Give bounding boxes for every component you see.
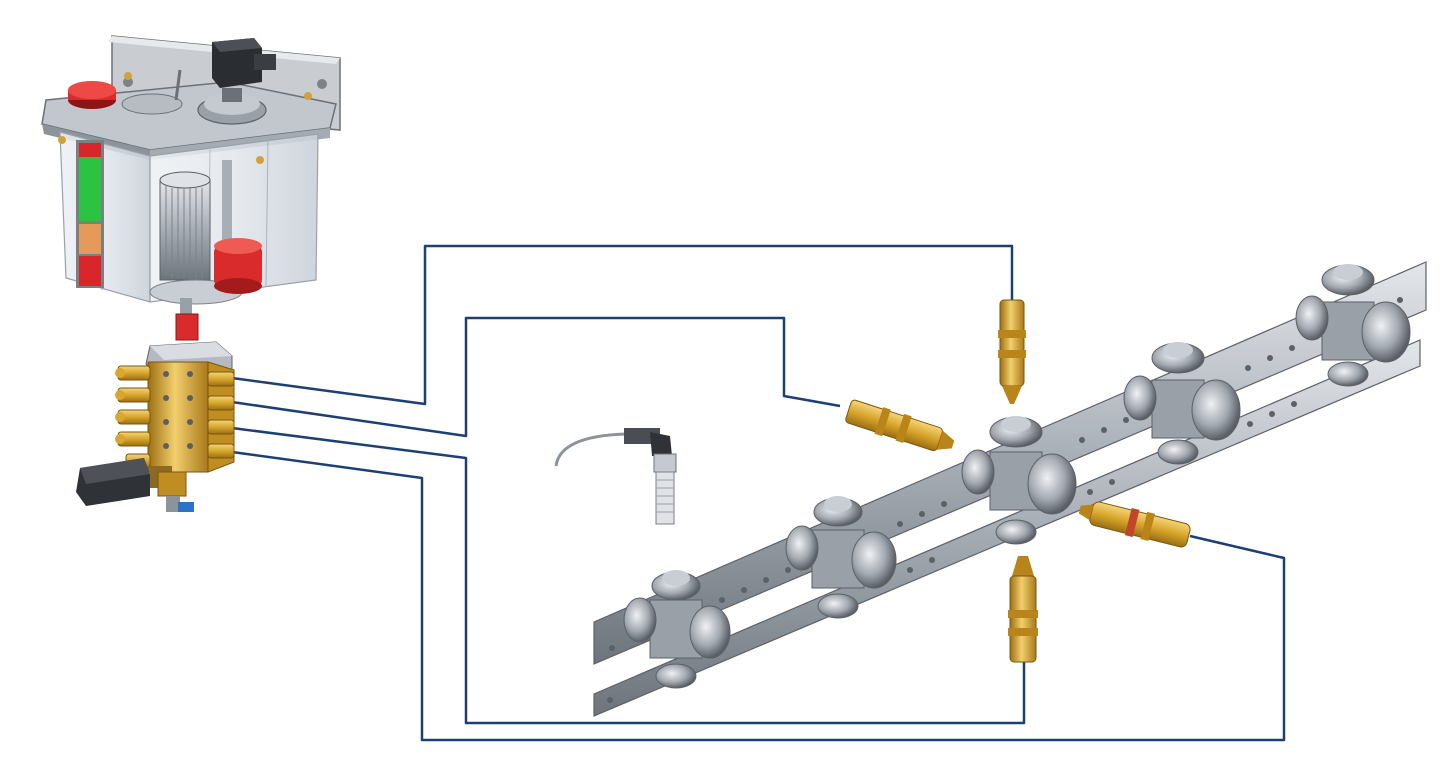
level-band-red-bottom bbox=[79, 256, 101, 286]
tube-line-3 bbox=[231, 426, 1026, 725]
tube-line-1 bbox=[231, 244, 1014, 406]
chain-joint bbox=[1295, 264, 1411, 387]
nozzle-bottom bbox=[1008, 556, 1038, 663]
distributor-block bbox=[76, 341, 235, 512]
level-indicator bbox=[76, 140, 104, 288]
lubricant-reservoir bbox=[41, 35, 341, 341]
proximity-sensor bbox=[554, 428, 677, 525]
level-band-green bbox=[79, 157, 101, 221]
chain-joint bbox=[1123, 342, 1241, 465]
level-band-red-top bbox=[79, 143, 101, 157]
lubrication-nozzles bbox=[845, 299, 1191, 663]
nozzle-left bbox=[845, 399, 955, 452]
conveyor-chain bbox=[593, 261, 1427, 717]
tube-line-4 bbox=[231, 450, 1286, 742]
tubing-lines bbox=[231, 244, 1286, 742]
chain-joint bbox=[623, 570, 731, 689]
nozzle-top bbox=[998, 299, 1026, 404]
chain-joint bbox=[785, 496, 897, 619]
nozzle-right bbox=[1078, 501, 1191, 548]
level-band-orange bbox=[79, 224, 101, 254]
solenoid-connector bbox=[212, 38, 276, 102]
filler-cap bbox=[68, 81, 116, 109]
chain-joint bbox=[961, 416, 1077, 545]
tube-line-2 bbox=[231, 316, 841, 438]
float bbox=[214, 238, 262, 294]
